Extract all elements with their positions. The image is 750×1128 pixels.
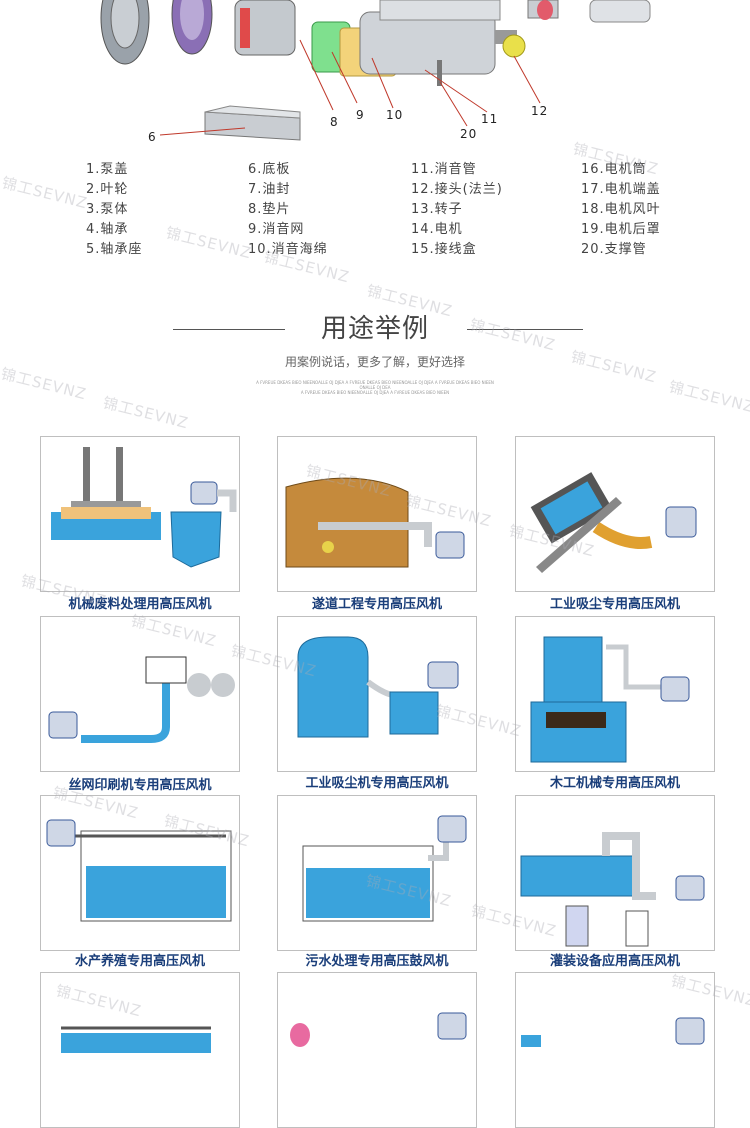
callout-label: 20 <box>460 127 478 141</box>
application-caption: 灌装设备应用高压风机 <box>549 954 680 969</box>
fine-print: A FVREUE DKEAS BIEO NIEENOALLE OJ DJEA A… <box>300 390 450 395</box>
parts-list-column-2: 6.底板 7.油封 8.垫片 9.消音网 10.消音海绵 <box>248 160 328 260</box>
part-item: 19.电机后罩 <box>581 222 661 237</box>
parts-list-column-3: 11.消音管 12.接头(法兰) 13.转子 14.电机 15.接线盒 <box>411 160 503 260</box>
filling-equipment-illustration <box>515 795 715 951</box>
part-item: 6.底板 <box>248 162 291 177</box>
part-item: 12.接头(法兰) <box>411 182 503 197</box>
application-caption: 污水处理专用高压鼓风机 <box>305 954 449 969</box>
woodworking-machinery-illustration <box>515 616 715 772</box>
watermark-text: 锦工SEVNZ <box>101 393 191 433</box>
part-item: 17.电机端盖 <box>581 182 661 197</box>
callout-label: 6 <box>148 130 157 144</box>
part-item: 3.泵体 <box>86 202 129 217</box>
wastewater-treatment-illustration <box>277 795 477 951</box>
callout-label: 9 <box>356 108 365 122</box>
part-item: 11.消音管 <box>411 162 477 177</box>
tunnel-engineering-illustration <box>277 436 477 592</box>
part-item: 20.支撑管 <box>581 242 647 257</box>
screen-printing-illustration <box>40 616 240 772</box>
part-item: 7.油封 <box>248 182 291 197</box>
part-item: 1.泵盖 <box>86 162 129 177</box>
part-item: 18.电机风叶 <box>581 202 661 217</box>
part-item: 15.接线盒 <box>411 242 477 257</box>
partial-illustration <box>515 972 715 1128</box>
parts-list-column-1: 1.泵盖 2.叶轮 3.泵体 4.轴承 5.轴承座 <box>86 160 142 260</box>
scrap-processing-illustration <box>40 436 240 592</box>
part-item: 4.轴承 <box>86 222 129 237</box>
fine-print: ONALLE OJ DEA <box>359 385 391 390</box>
part-item: 8.垫片 <box>248 202 291 217</box>
callout-label: 11 <box>481 112 499 126</box>
watermark-text: 锦工SEVNZ <box>0 173 90 213</box>
part-item: 2.叶轮 <box>86 182 129 197</box>
watermark-text: 锦工SEVNZ <box>164 223 254 263</box>
section-title: 用途举例 <box>320 314 429 344</box>
part-item: 10.消音海绵 <box>248 242 328 257</box>
application-caption: 木工机械专用高压风机 <box>549 776 680 791</box>
part-item: 9.消音网 <box>248 222 305 237</box>
part-item: 13.转子 <box>411 202 463 217</box>
callout-label: 8 <box>330 115 339 129</box>
part-item: 16.电机筒 <box>581 162 647 177</box>
title-divider-left <box>173 329 285 330</box>
title-divider-right <box>467 329 583 330</box>
part-item: 14.电机 <box>411 222 463 237</box>
application-caption: 丝网印刷机专用高压风机 <box>68 778 212 793</box>
application-caption: 工业吸尘机专用高压风机 <box>305 776 449 791</box>
callout-label: 10 <box>386 108 404 122</box>
industrial-dust-collection-illustration <box>515 436 715 592</box>
fine-print: A FVREUE DKEAS BIEO NIEENOALLE OJ DJEA A… <box>256 380 494 385</box>
part-item: 5.轴承座 <box>86 242 143 257</box>
callout-label: 12 <box>531 104 549 118</box>
application-caption: 工业吸尘专用高压风机 <box>549 597 680 612</box>
section-subtitle: 用案例说话，更多了解，更好选择 <box>284 355 465 369</box>
application-caption: 水产养殖专用高压风机 <box>74 954 205 969</box>
aquaculture-illustration <box>40 795 240 951</box>
partial-illustration <box>277 972 477 1128</box>
parts-list-column-4: 16.电机筒 17.电机端盖 18.电机风叶 19.电机后罩 20.支撑管 <box>581 160 661 260</box>
dust-collector-illustration <box>277 616 477 772</box>
application-caption: 机械废料处理用高压风机 <box>68 597 212 612</box>
blower-exploded-diagram <box>100 0 651 141</box>
watermark-text: 锦工SEVNZ <box>569 347 659 387</box>
watermark-text: 锦工SEVNZ <box>667 377 750 417</box>
application-caption: 遂道工程专用高压风机 <box>311 597 442 612</box>
